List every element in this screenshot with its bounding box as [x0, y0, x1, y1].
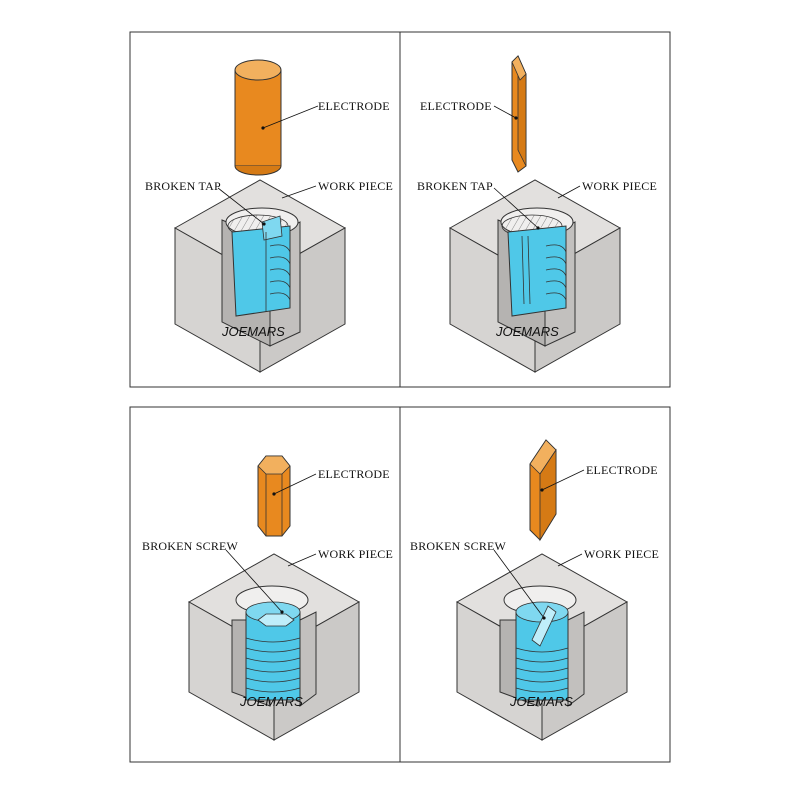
panel-broken-tap-round-electrode: ELECTRODE: [145, 59, 393, 373]
bottom-frame: [129, 406, 671, 763]
electrode-label: ELECTRODE: [318, 467, 390, 481]
work-piece-label: WORK PIECE: [584, 547, 659, 561]
work-piece-label: WORK PIECE: [318, 179, 393, 193]
electrode-label: ELECTRODE: [420, 99, 492, 113]
broken-tap: [231, 215, 291, 317]
panel-broken-screw-blade-electrode: ELECTRODE BROKEN SCREW WORK PIEC: [410, 439, 659, 741]
brand-text: JOEMARS: [221, 324, 285, 339]
broken-tap-label: BROKEN TAP: [417, 179, 493, 193]
brand-text: JOEMARS: [509, 694, 573, 709]
electrode-label: ELECTRODE: [318, 99, 390, 113]
top-frame: [129, 31, 671, 388]
work-piece-block: [173, 179, 347, 373]
work-piece-label: WORK PIECE: [318, 547, 393, 561]
broken-screw-label: BROKEN SCREW: [410, 539, 507, 553]
broken-screw-label: BROKEN SCREW: [142, 539, 239, 553]
panel-broken-screw-hex-electrode: ELECTRODE BROKEN SCREW: [142, 455, 393, 741]
electrode-hex: [257, 455, 291, 537]
electrode-blade: [529, 439, 557, 542]
brand-text: JOEMARS: [239, 694, 303, 709]
work-piece-block: [448, 179, 622, 373]
electrode-blade: [511, 55, 527, 173]
broken-screw: [245, 601, 301, 701]
broken-screw: [515, 601, 569, 701]
panel-broken-tap-blade-electrode: ELECTRODE BROKEN TAP: [417, 55, 657, 373]
electrode-cylinder: [234, 59, 282, 176]
electrode-label: ELECTRODE: [586, 463, 658, 477]
broken-tap: [507, 225, 567, 317]
broken-tap-label: BROKEN TAP: [145, 179, 221, 193]
brand-text: JOEMARS: [495, 324, 559, 339]
work-piece-label: WORK PIECE: [582, 179, 657, 193]
